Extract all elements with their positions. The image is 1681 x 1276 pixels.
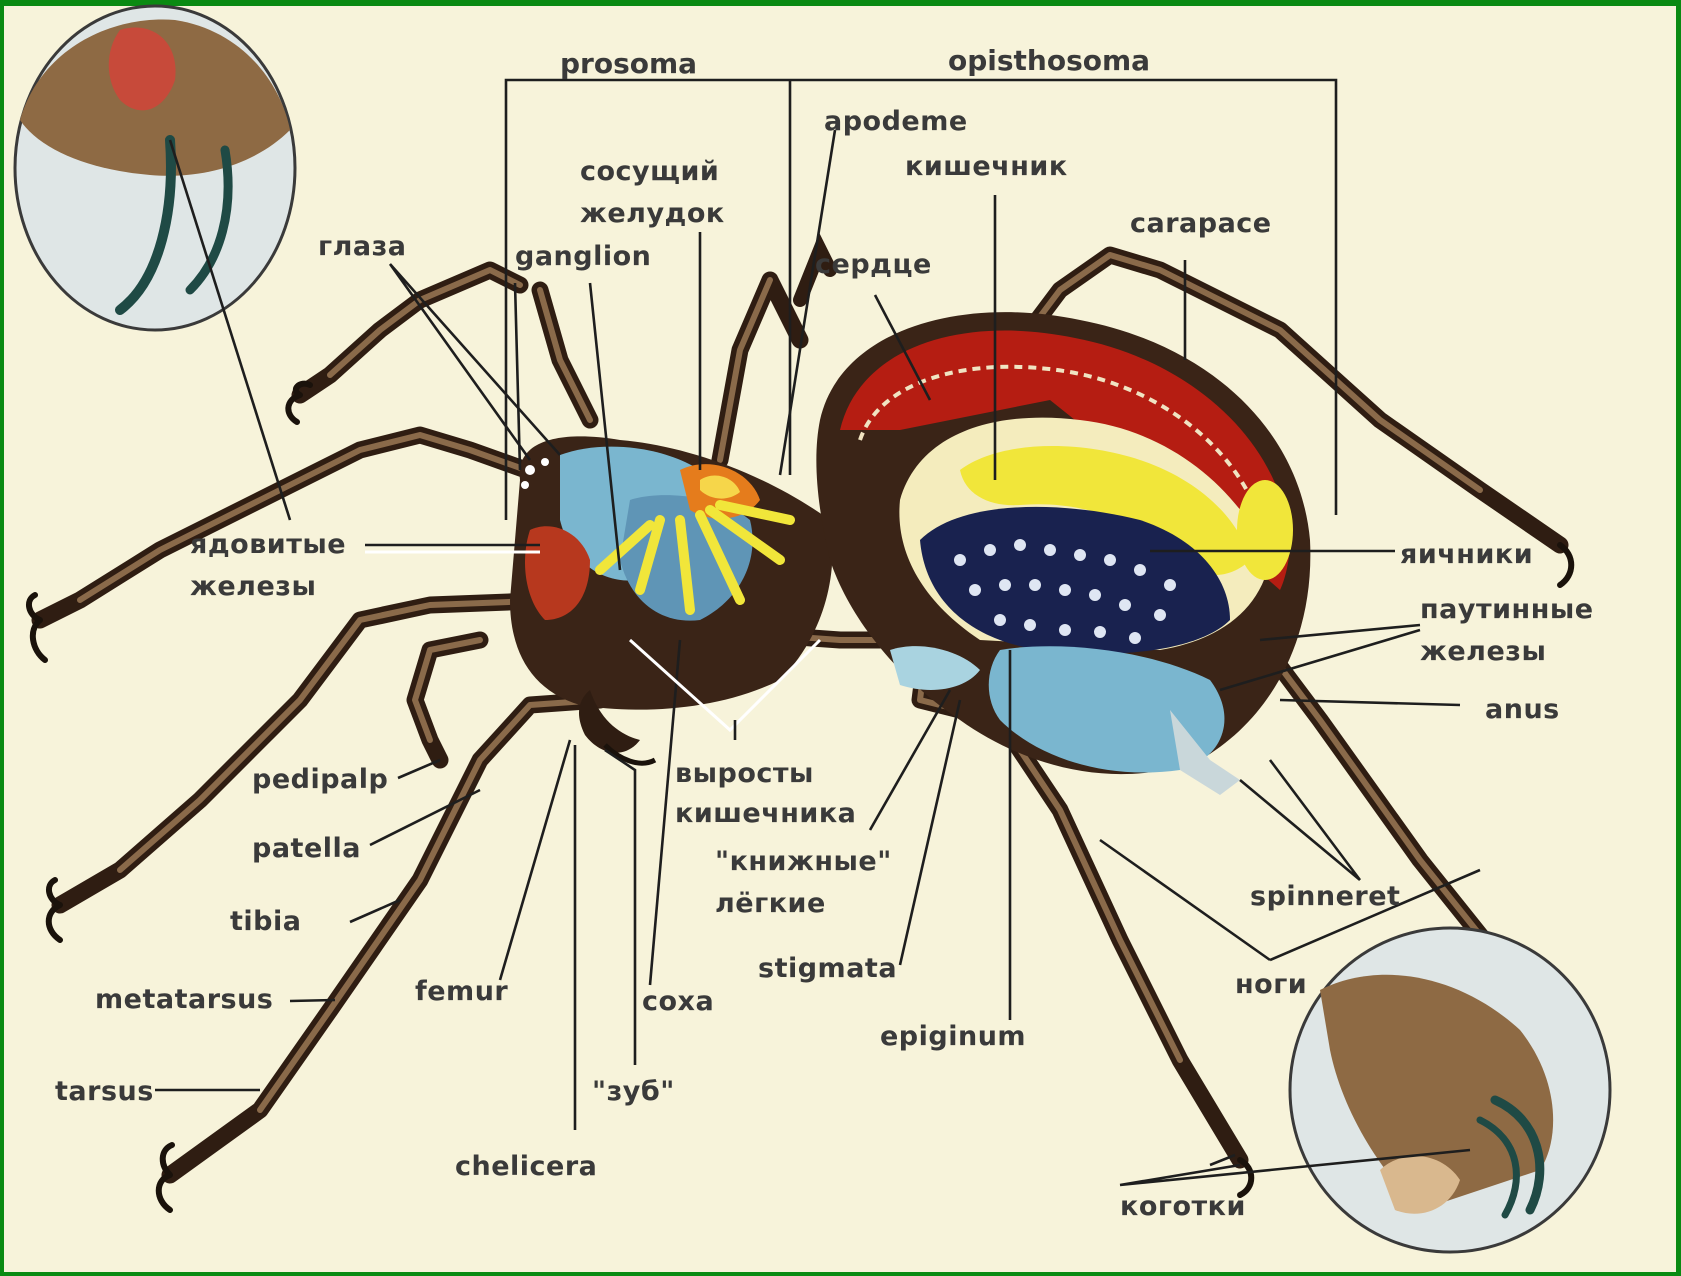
eye <box>541 458 549 466</box>
eye <box>525 465 535 475</box>
label-claws: коготки <box>1120 1191 1246 1222</box>
label-silk-glands-1: паутинные <box>1420 594 1594 625</box>
label-sucking-stomach-1: сосущий <box>580 156 719 187</box>
label-legs: ноги <box>1235 969 1307 1000</box>
label-gut-outgrowths-1: выросты <box>675 758 814 789</box>
label-coxa: coxa <box>642 986 714 1017</box>
label-tarsus: tarsus <box>55 1076 154 1107</box>
label-intestine: кишечник <box>905 151 1068 182</box>
label-tooth: "зуб" <box>592 1076 675 1107</box>
label-stigmata: stigmata <box>758 953 897 984</box>
label-spinneret: spinneret <box>1250 881 1400 912</box>
label-patella: patella <box>252 833 361 864</box>
label-ganglion: ganglion <box>515 241 651 272</box>
label-ovaries: яичники <box>1400 539 1533 570</box>
label-femur: femur <box>415 976 508 1007</box>
header-prosoma: prosoma <box>560 47 697 80</box>
label-book-lungs-2: лёгкие <box>715 888 826 919</box>
label-carapace: carapace <box>1130 208 1272 239</box>
label-chelicera: chelicera <box>455 1151 597 1182</box>
label-heart: сердце <box>815 249 932 280</box>
label-anus: anus <box>1485 694 1560 725</box>
claw-detail-inset <box>1290 928 1610 1252</box>
label-epiginum: epiginum <box>880 1021 1026 1052</box>
label-tibia: tibia <box>230 906 301 937</box>
label-metatarsus: metatarsus <box>95 984 273 1015</box>
eye <box>521 481 529 489</box>
label-gut-outgrowths-2: кишечника <box>675 798 856 829</box>
label-venom-glands-1: ядовитые <box>190 529 346 560</box>
label-silk-glands-2: железы <box>1420 636 1546 667</box>
label-apodeme: apodeme <box>824 106 968 137</box>
fang-detail-inset <box>15 6 295 330</box>
label-pedipalp: pedipalp <box>252 764 388 795</box>
label-venom-glands-2: железы <box>190 571 316 602</box>
header-opisthosoma: opisthosoma <box>948 44 1150 77</box>
label-eyes: глаза <box>318 231 407 262</box>
label-book-lungs-1: "книжные" <box>715 846 892 877</box>
label-sucking-stomach-2: желудок <box>580 198 725 229</box>
